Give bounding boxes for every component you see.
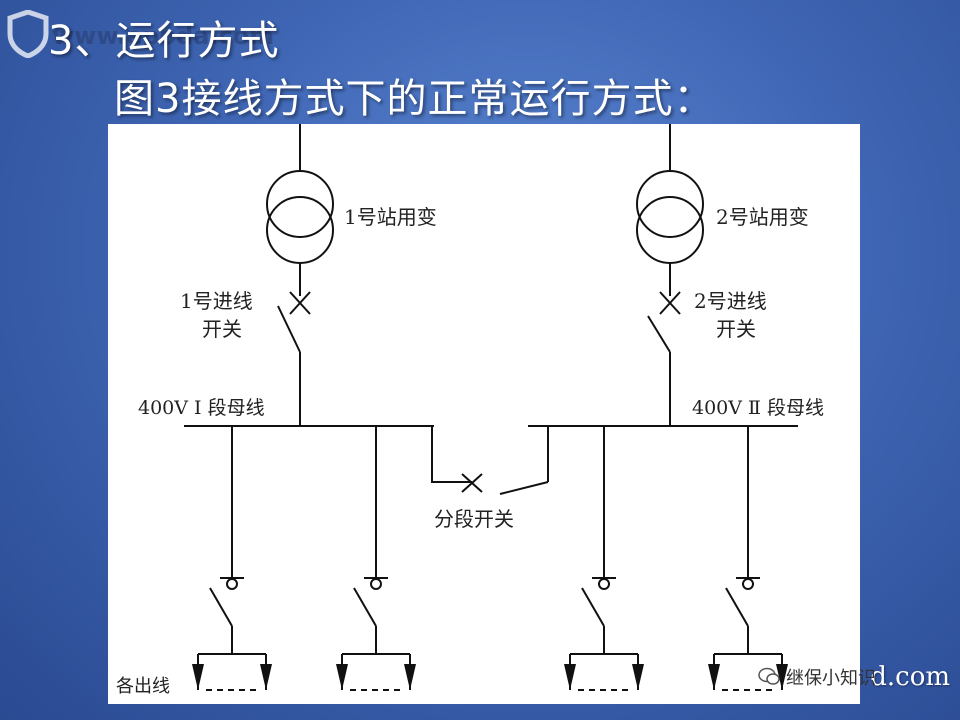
slide-title: 3、运行方式 xyxy=(48,18,280,64)
transformer-2-symbol xyxy=(636,170,704,264)
incoming-switch-1-label: 1号进线 xyxy=(180,289,253,313)
busbar-2-label: 400V Ⅱ 段母线 xyxy=(692,397,824,419)
outgoing-feeder-1 xyxy=(192,426,272,691)
wechat-watermark: 继保小知识 xyxy=(758,664,876,690)
incoming-breaker-1-icon xyxy=(289,291,311,315)
transformer-1-symbol xyxy=(266,170,334,264)
shield-logo-icon xyxy=(7,10,49,58)
transformer-1-label: 1号站用变 xyxy=(344,205,437,229)
wechat-icon xyxy=(758,667,780,685)
wiring-diagram: 1号站用变 2号站用变 1号进线 开关 2号进线 开关 400V Ⅰ 段母线 4… xyxy=(116,124,824,697)
top-watermark: www.epoda.com xyxy=(52,22,275,50)
busbar-1-label: 400V Ⅰ 段母线 xyxy=(138,397,265,419)
transformer-2-label: 2号站用变 xyxy=(716,205,809,229)
incoming-switch-1-label-2: 开关 xyxy=(202,317,242,341)
incoming-switch-1-blade xyxy=(277,305,301,353)
incoming-switch-2-label: 2号进线 xyxy=(694,289,767,313)
slide-subtitle: 图3接线方式下的正常运行方式： xyxy=(114,76,715,122)
outgoing-feeder-3 xyxy=(564,426,644,691)
outgoing-feeder-4 xyxy=(708,426,788,691)
bus-tie-switch xyxy=(431,425,549,495)
outgoing-feeder-2 xyxy=(336,426,416,691)
wechat-account-name: 继保小知识 xyxy=(786,668,876,689)
incoming-switch-2-label-2: 开关 xyxy=(716,317,756,341)
incoming-switch-2-blade xyxy=(647,315,671,353)
bottom-url-watermark: d.com xyxy=(870,662,950,692)
incoming-breaker-2-icon xyxy=(659,291,681,315)
diagram-panel: 1号站用变 2号站用变 1号进线 开关 2号进线 开关 400V Ⅰ 段母线 4… xyxy=(108,124,860,704)
outgoing-lines-label: 各出线 xyxy=(116,676,170,697)
bus-tie-label: 分段开关 xyxy=(434,507,514,531)
